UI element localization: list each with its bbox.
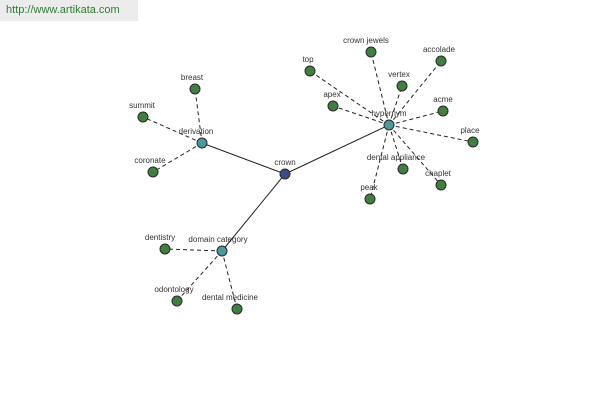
node-label-dentistry[interactable]: dentistry: [145, 233, 175, 242]
edge-derivation-summit: [142, 116, 203, 144]
edge-hypernym-acme: [388, 110, 444, 126]
node-label-apex[interactable]: apex: [323, 90, 340, 99]
edge-hypernym-top: [309, 70, 390, 126]
edge-domain-category-odontology: [176, 250, 223, 302]
edge-hypernym-peak: [369, 124, 390, 200]
node-odontology[interactable]: [171, 295, 183, 307]
node-acme[interactable]: [437, 105, 449, 117]
edge-derivation-breast: [194, 88, 203, 144]
node-label-chaplet[interactable]: chaplet: [425, 169, 452, 178]
node-vertex[interactable]: [396, 80, 408, 92]
edge-domain-category-dentistry: [164, 248, 223, 252]
node-label-summit[interactable]: summit: [129, 101, 156, 110]
edge-hypernym-place: [388, 124, 474, 143]
node-hypernym[interactable]: [383, 119, 395, 131]
node-crown[interactable]: [279, 168, 291, 180]
node-label-dental-appliance[interactable]: dental appliance: [367, 153, 426, 162]
edge-hypernym-apex: [332, 105, 390, 126]
node-accolade[interactable]: [435, 55, 447, 67]
edge-crown-domain-category: [221, 173, 286, 252]
graph-nodes: crown derivation breast summit coronate domai…: [129, 36, 480, 315]
node-label-breast[interactable]: breast: [181, 73, 204, 82]
node-label-acme[interactable]: acme: [433, 95, 453, 104]
node-label-place[interactable]: place: [460, 126, 480, 135]
edge-derivation-coronate: [152, 142, 203, 173]
node-top[interactable]: [304, 65, 316, 77]
node-label-vertex[interactable]: vertex: [388, 70, 410, 79]
node-label-domain-category[interactable]: domain category: [188, 235, 247, 244]
node-summit[interactable]: [137, 111, 149, 123]
node-domain-category[interactable]: [216, 245, 228, 257]
node-apex[interactable]: [327, 100, 339, 112]
node-label-hypernym[interactable]: hypernym: [371, 109, 406, 118]
graph-edges: [142, 51, 474, 310]
edge-crown-derivation: [201, 142, 286, 175]
node-label-crown[interactable]: crown: [274, 158, 295, 167]
node-dental-medicine[interactable]: [231, 303, 243, 315]
node-dentistry[interactable]: [159, 243, 171, 255]
node-crown-jewels[interactable]: [365, 46, 377, 58]
node-label-odontology[interactable]: odontology: [154, 285, 193, 294]
node-label-dental-medicine[interactable]: dental medicine: [202, 293, 259, 302]
node-peak[interactable]: [364, 193, 376, 205]
node-label-coronate[interactable]: coronate: [134, 156, 166, 165]
site-url-link[interactable]: http://www.artikata.com: [0, 0, 138, 21]
node-place[interactable]: [467, 136, 479, 148]
edge-hypernym-vertex: [388, 85, 403, 126]
node-label-crown-jewels[interactable]: crown jewels: [343, 36, 389, 45]
node-label-accolade[interactable]: accolade: [423, 45, 456, 54]
edge-hypernym-dental-appliance: [388, 124, 404, 170]
node-derivation[interactable]: [196, 137, 208, 149]
node-dental-appliance[interactable]: [397, 163, 409, 175]
node-label-derivation[interactable]: derivation: [179, 127, 214, 136]
node-coronate[interactable]: [147, 166, 159, 178]
edge-hypernym-crown-jewels: [370, 51, 390, 126]
edge-crown-hypernym: [284, 124, 390, 175]
edge-domain-category-dental-medicine: [221, 250, 238, 310]
edge-hypernym-chaplet: [388, 124, 442, 186]
node-breast[interactable]: [189, 83, 201, 95]
node-label-top[interactable]: top: [302, 55, 314, 64]
node-chaplet[interactable]: [435, 179, 447, 191]
node-label-peak[interactable]: peak: [360, 183, 378, 192]
